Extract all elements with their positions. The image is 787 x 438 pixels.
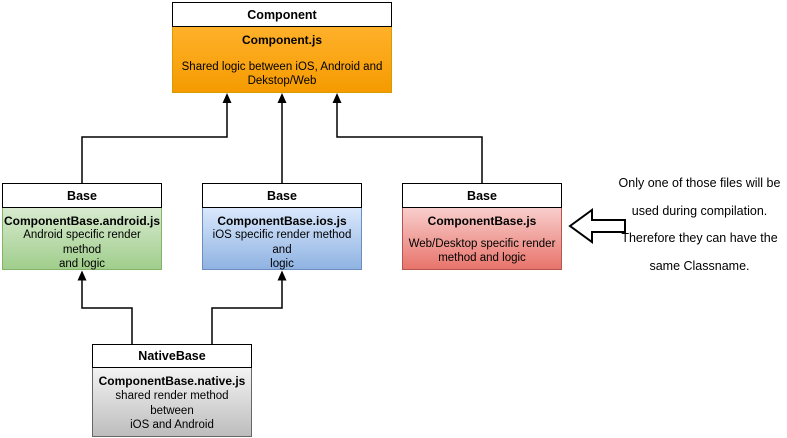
- node-title: NativeBase: [92, 344, 252, 368]
- node-nativebase: NativeBase ComponentBase.native.js share…: [92, 344, 252, 437]
- node-description: Shared logic between iOS, Android and De…: [181, 60, 383, 88]
- connector-base-web-to-component: [332, 93, 483, 183]
- node-base-web: Base ComponentBase.js Web/Desktop specif…: [402, 183, 562, 270]
- annotation-line: same Classname.: [649, 258, 750, 273]
- annotation-note: Only one of those files will be used dur…: [612, 170, 787, 280]
- connector-base-ios-to-component: [277, 93, 287, 183]
- connector-base-android-to-component: [81, 93, 232, 183]
- node-title: Base: [2, 183, 162, 208]
- connector-nativebase-to-base-android: [77, 270, 133, 344]
- node-body: ComponentBase.ios.js iOS specific render…: [202, 208, 362, 270]
- arrowhead-icon: [277, 93, 287, 103]
- connector-nativebase-to-base-ios: [211, 270, 287, 344]
- node-filename: Component.js: [242, 33, 322, 47]
- annotation-line: Therefore they can have the: [621, 231, 778, 245]
- node-body: ComponentBase.native.js shared render me…: [92, 368, 252, 437]
- annotation-line: used during compilation.: [631, 203, 768, 218]
- node-filename: ComponentBase.android.js: [3, 214, 161, 228]
- node-filename: ComponentBase.js: [427, 214, 537, 228]
- left-block-arrow-icon: [568, 208, 626, 244]
- node-body: ComponentBase.android.js Android specifi…: [2, 208, 162, 270]
- node-description: Web/Desktop specific render method and l…: [408, 237, 556, 265]
- node-filename: ComponentBase.ios.js: [217, 214, 347, 228]
- node-base-ios: Base ComponentBase.ios.js iOS specific r…: [202, 183, 362, 270]
- node-description: Android specific render method and logic: [23, 229, 141, 271]
- node-title: Base: [202, 183, 362, 208]
- node-component: Component Component.js Shared logic betw…: [172, 2, 392, 93]
- node-title: Component: [172, 2, 392, 27]
- node-description: iOS specific render method and logic: [212, 229, 352, 271]
- arrowhead-icon: [222, 93, 232, 103]
- node-base-android: Base ComponentBase.android.js Android sp…: [2, 183, 162, 270]
- node-title: Base: [402, 183, 562, 208]
- node-description: shared render method between iOS and And…: [115, 389, 229, 432]
- node-body: Component.js Shared logic between iOS, A…: [172, 27, 392, 93]
- annotation-line: Only one of those files will be: [618, 176, 781, 190]
- arrowhead-icon: [332, 93, 342, 103]
- node-body: ComponentBase.js Web/Desktop specific re…: [402, 208, 562, 270]
- node-filename: ComponentBase.native.js: [98, 374, 246, 388]
